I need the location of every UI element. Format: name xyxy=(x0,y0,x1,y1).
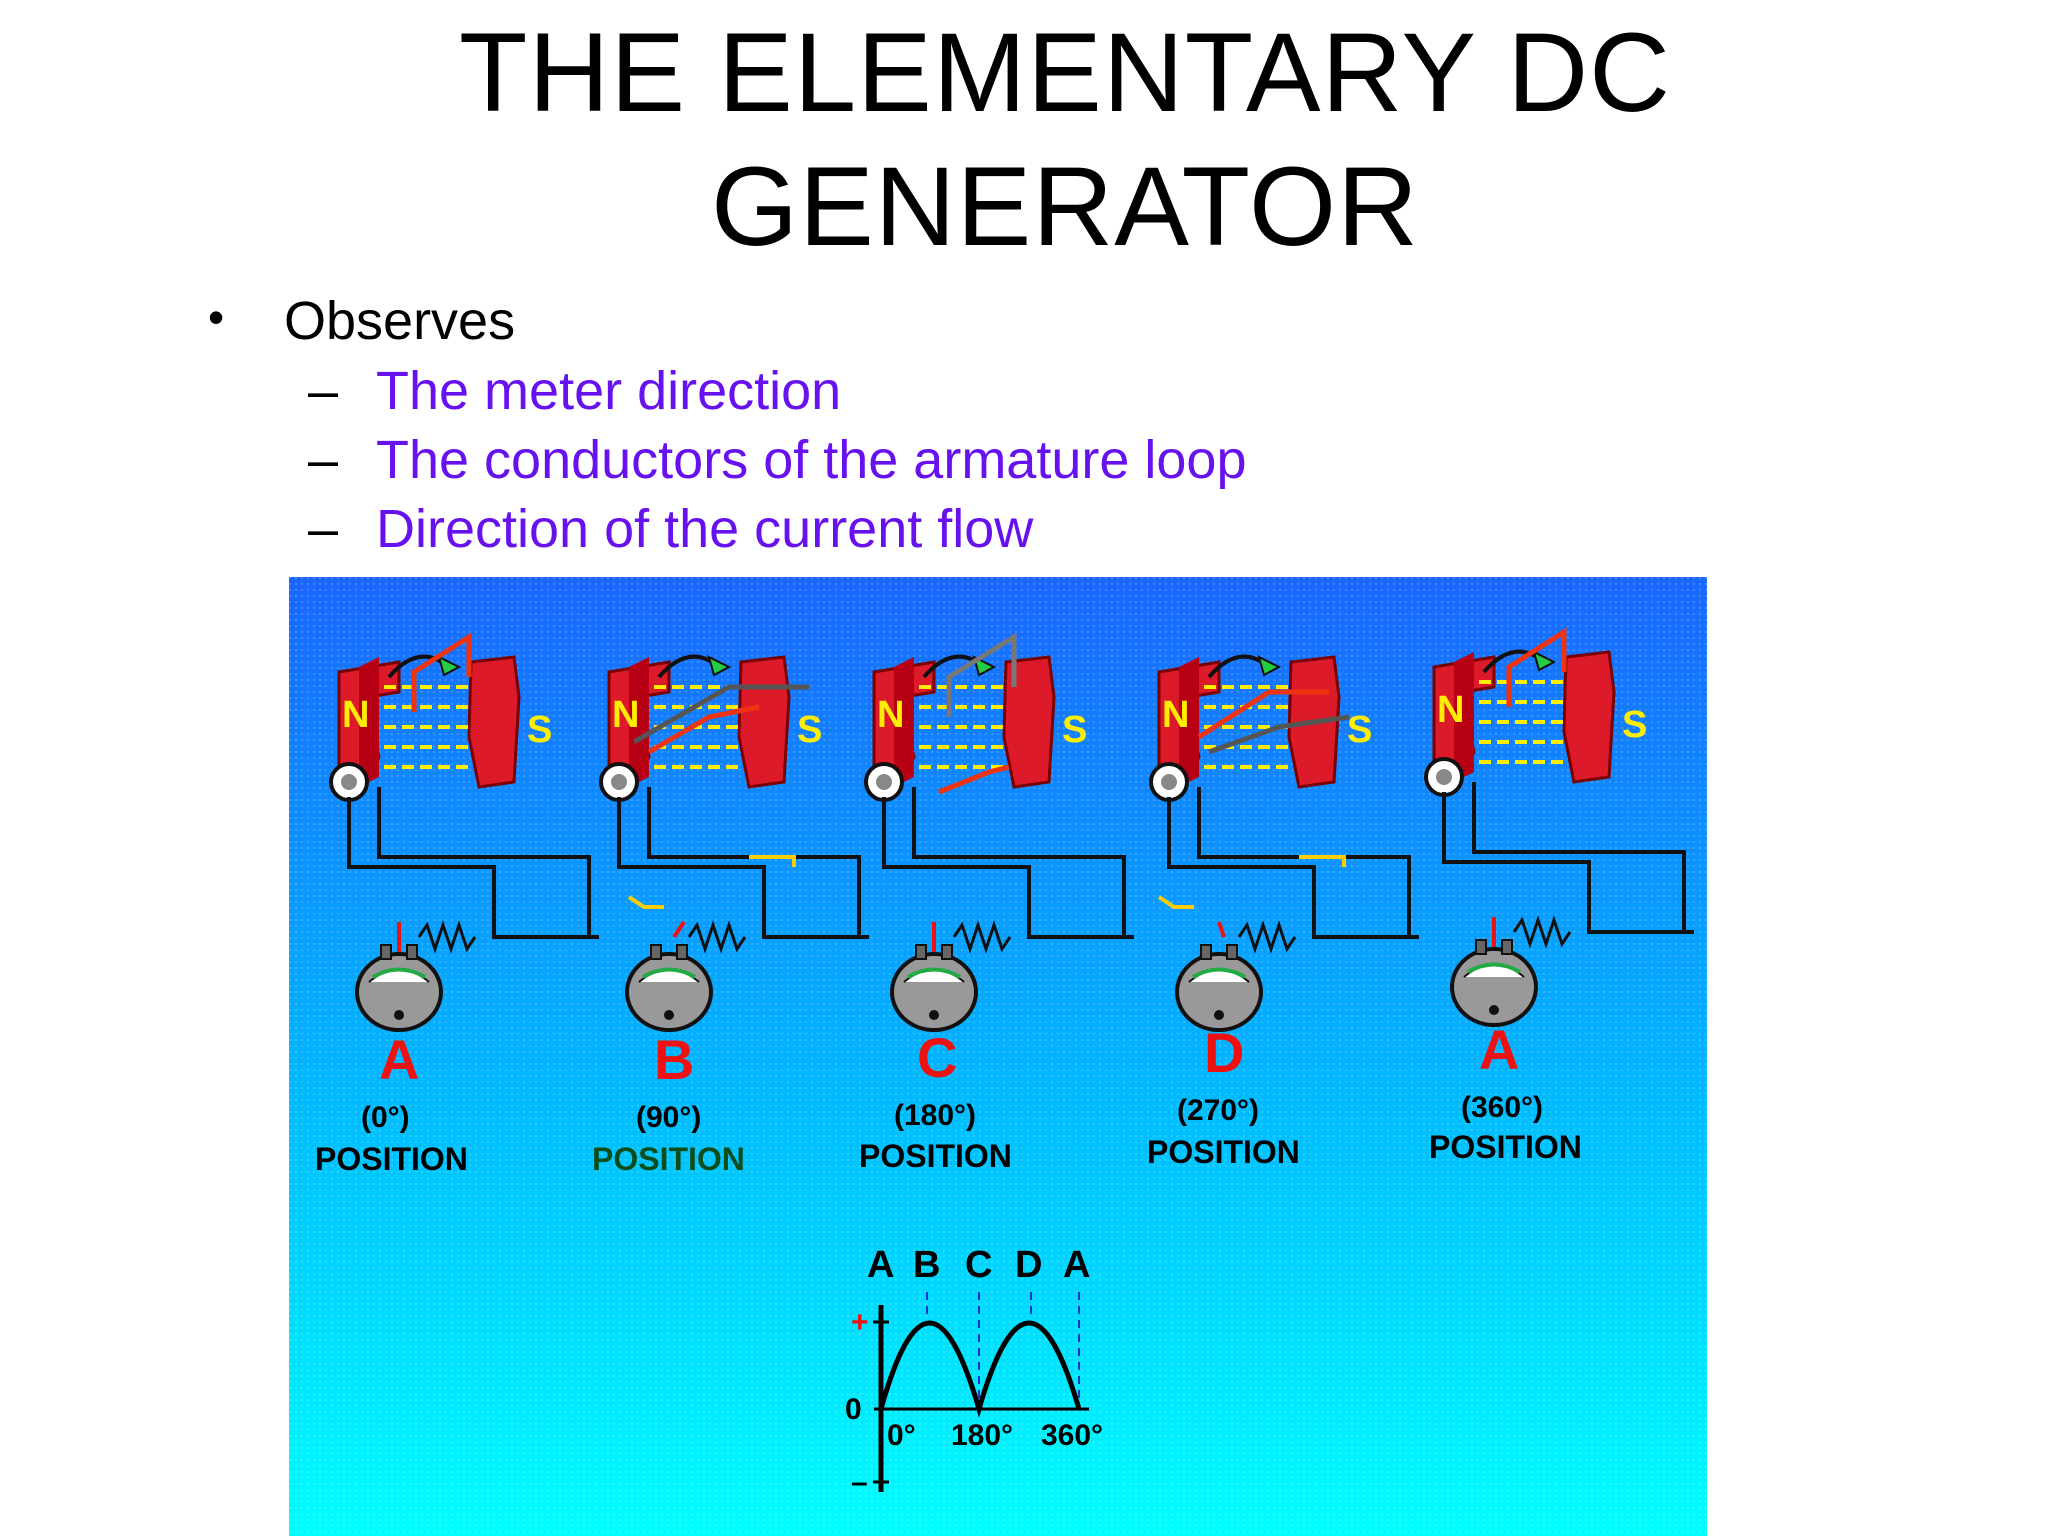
position-letter: A xyxy=(1479,1018,1519,1081)
current-arrow xyxy=(749,855,796,867)
pole-north-label: N xyxy=(1162,694,1189,736)
title-line-2: GENERATOR xyxy=(710,144,1420,269)
sub-item-text: The meter direction xyxy=(376,361,842,421)
dash-icon: – xyxy=(308,499,339,559)
generator-unit-c-180: N S C (180°) POSITION xyxy=(859,632,1136,1174)
generator-unit-a-360: N S A (360°) POSITION xyxy=(1424,627,1696,1165)
graph-top-label: C xyxy=(965,1244,992,1286)
pole-south-label: S xyxy=(1622,704,1647,746)
position-label: POSITION xyxy=(1429,1129,1582,1165)
sub-item-text: Direction of the current flow xyxy=(376,499,1034,559)
position-letter: C xyxy=(917,1026,957,1089)
graph-top-label: A xyxy=(1063,1244,1090,1286)
pole-south-label: S xyxy=(1347,709,1372,751)
armature-loop xyxy=(938,764,1010,795)
position-angle: (0°) xyxy=(361,1101,410,1134)
generator-unit-b-90: N S B (90°) POSITION xyxy=(592,654,871,1177)
dash-icon: – xyxy=(308,430,339,490)
dc-generator-diagram: N S A (0°) POSITION N S B (90°) POSITION… xyxy=(289,577,1707,1536)
position-letter: B xyxy=(654,1028,694,1091)
position-label: POSITION xyxy=(1147,1134,1300,1170)
current-arrow xyxy=(1299,855,1346,867)
pole-north-label: N xyxy=(342,694,369,736)
pole-north-label: N xyxy=(1437,689,1464,731)
position-label: POSITION xyxy=(859,1138,1012,1174)
position-angle: (90°) xyxy=(636,1101,701,1134)
armature-loop xyxy=(1197,689,1329,740)
armature-loop xyxy=(1506,627,1567,707)
current-arrow xyxy=(1157,895,1194,909)
graph-zero-label: 0 xyxy=(845,1393,862,1426)
armature-loop xyxy=(647,704,760,755)
pole-south-label: S xyxy=(527,709,552,751)
position-label: POSITION xyxy=(592,1141,745,1177)
graph-minus-label: – xyxy=(851,1466,868,1499)
bullet-text: Observes xyxy=(284,291,516,351)
bullet-dot-icon: • xyxy=(208,291,225,343)
slide-title: THE ELEMENTARY DC GENERATOR xyxy=(0,6,2048,274)
title-line-1: THE ELEMENTARY DC xyxy=(459,10,1671,135)
armature-loop xyxy=(1208,714,1350,755)
meter-needle xyxy=(1217,921,1226,938)
meter-needle xyxy=(672,920,686,939)
dash-icon: – xyxy=(308,361,339,421)
pole-south-label: S xyxy=(797,709,822,751)
sub-item-text: The conductors of the armature loop xyxy=(376,430,1247,490)
position-angle: (360°) xyxy=(1461,1091,1543,1124)
graph-x-tick-label: 360° xyxy=(1041,1419,1103,1452)
graph-top-label: A xyxy=(867,1244,894,1286)
pole-north-label: N xyxy=(612,694,639,736)
graph-x-tick-label: 180° xyxy=(951,1419,1013,1452)
graph-x-tick-label: 0° xyxy=(887,1419,916,1452)
armature-loop xyxy=(632,684,809,745)
position-letter: A xyxy=(379,1028,419,1091)
graph-top-label: D xyxy=(1015,1244,1042,1286)
current-arrow xyxy=(627,895,664,909)
position-letter: D xyxy=(1204,1021,1244,1084)
armature-loop xyxy=(411,632,472,712)
pole-south-label: S xyxy=(1062,709,1087,751)
graph-top-label: B xyxy=(913,1244,940,1286)
output-waveform-graph: A B C D A + 0 – 0° 180° 360° xyxy=(845,1244,1103,1499)
position-angle: (270°) xyxy=(1177,1094,1259,1127)
rectified-waveform xyxy=(878,1320,1082,1418)
graph-guide-lines xyxy=(926,1292,1080,1407)
generator-unit-a-0: N S A (0°) POSITION xyxy=(315,632,601,1177)
pole-north-label: N xyxy=(877,694,904,736)
armature-loop xyxy=(946,632,1017,717)
position-angle: (180°) xyxy=(894,1099,976,1132)
generator-unit-d-270: N S D (270°) POSITION xyxy=(1147,654,1421,1170)
position-label: POSITION xyxy=(315,1141,468,1177)
graph-plus-label: + xyxy=(851,1306,869,1339)
